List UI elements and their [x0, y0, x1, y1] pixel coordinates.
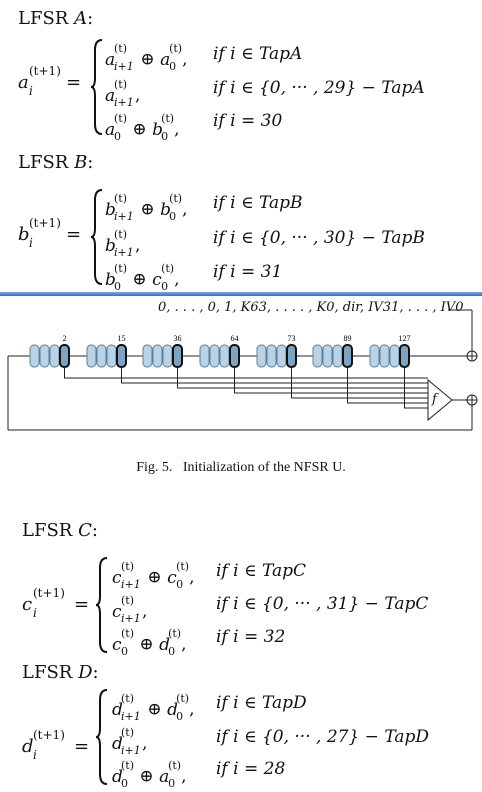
cell-index-label: 64: [231, 334, 239, 343]
lfsr-c-cond-0: if i ∈ TapC: [216, 561, 307, 581]
register-cell: [256, 344, 267, 368]
tap-cell: [286, 344, 297, 368]
lfsr-a-expr-1: a(t)i+1,: [105, 78, 141, 109]
register-cell: [49, 344, 60, 368]
lfsr-b-expr-0: b(t)i+1 ⊕ b(t)0,: [105, 192, 188, 223]
lfsr-d-cond-1: if i ∈ {0, ··· , 27} − TapD: [216, 727, 429, 747]
tap-cell: [229, 344, 240, 368]
xor-bottom-icon: [466, 394, 478, 406]
tap-line: [177, 367, 428, 389]
lfsr-d-expr-1: d(t)i+1,: [112, 726, 148, 757]
lfsr-b-brace: [90, 188, 104, 286]
lfsr-a-cond-1: if i ∈ {0, ··· , 29} − TapA: [213, 78, 425, 98]
lfsr-c-cond-2: if i = 32: [216, 627, 286, 647]
lfsr-b-cond-0: if i ∈ TapB: [213, 193, 303, 213]
register-cell: [389, 344, 400, 368]
lfsr-d-lhs: d (t+1) i =: [22, 728, 90, 762]
tap-cell: [116, 344, 127, 368]
lfsr-a-lhs: a (t+1) i =: [18, 64, 82, 98]
nfsr-figure: 0, . . . , 0, 1, K63, . . . . , K0, dir,…: [0, 296, 482, 446]
register-cell: [369, 344, 380, 368]
tap-line: [347, 367, 428, 404]
lfsr-d-brace: [95, 688, 109, 786]
lfsr-c-expr-0: c(t)i+1 ⊕ c(t)0,: [112, 560, 195, 591]
register-cell: [266, 344, 277, 368]
register-cell: [96, 344, 107, 368]
tap-line: [64, 367, 428, 379]
lfsr-c-cond-1: if i ∈ {0, ··· , 31} − TapC: [216, 594, 429, 614]
lfsr-d-cond-0: if i ∈ TapD: [216, 693, 307, 713]
tap-cell: [59, 344, 70, 368]
tap-cell: [342, 344, 353, 368]
lfsr-c-expr-2: c(t)0 ⊕ d(t)0,: [112, 627, 187, 658]
register-cell: [142, 344, 153, 368]
lfsr-c-brace: [95, 556, 109, 654]
lfsr-d-cond-2: if i = 28: [216, 759, 286, 779]
lfsr-b-lhs: b (t+1) i =: [18, 216, 82, 250]
register-cell: [86, 344, 97, 368]
register-cell: [312, 344, 323, 368]
separator-bar: [0, 292, 482, 296]
lfsr-a-heading: LFSR A:: [18, 8, 94, 29]
register-cell: [199, 344, 210, 368]
lfsr-c-lhs: c (t+1) i =: [22, 586, 90, 620]
f-function-icon: [427, 378, 453, 422]
cell-index-label: 73: [288, 334, 296, 343]
cell-index-label: 36: [174, 334, 182, 343]
lfsr-a-brace: [90, 38, 104, 136]
nfsr-diagram: 2 15 36 64 73 89 127: [7, 309, 478, 431]
tap-line: [121, 367, 428, 384]
tap-cell: [172, 344, 183, 368]
lfsr-d-expr-2: d(t)0 ⊕ a(t)0,: [112, 759, 187, 790]
register-cell: [332, 344, 343, 368]
lfsr-c-heading: LFSR C:: [22, 520, 98, 541]
register-cell: [152, 344, 163, 368]
cell-index-label: 15: [118, 334, 126, 343]
tap-line: [234, 367, 428, 394]
lfsr-b-cond-2: if i = 31: [213, 262, 283, 282]
lfsr-b-expr-1: b(t)i+1,: [105, 228, 141, 259]
lfsr-d-heading: LFSR D:: [22, 662, 99, 683]
figure-caption: Fig. 5. Initialization of the NFSR U.: [136, 460, 346, 475]
register-cell: [39, 344, 50, 368]
lfsr-c-expr-1: c(t)i+1,: [112, 594, 148, 625]
register-cell: [276, 344, 287, 368]
register-cell: [219, 344, 230, 368]
lfsr-b-cond-1: if i ∈ {0, ··· , 30} − TapB: [213, 228, 425, 248]
lfsr-a-expr-0: a(t)i+1 ⊕ a(t)0,: [105, 42, 188, 73]
figure-input-label: 0, . . . , 0, 1, K63, . . . . , K0, dir,…: [158, 300, 464, 315]
cell-index-label: 127: [399, 334, 411, 343]
register-cell: [106, 344, 117, 368]
cell-index-label: 89: [344, 334, 352, 343]
tap-cell: [399, 344, 410, 368]
register-cell: [322, 344, 333, 368]
lfsr-a-cond-0: if i ∈ TapA: [213, 44, 303, 64]
xor-top-icon: [466, 350, 478, 362]
lfsr-b-heading: LFSR B:: [18, 152, 94, 173]
lfsr-a-cond-2: if i = 30: [213, 111, 283, 131]
tap-line: [404, 367, 428, 409]
lfsr-d-expr-0: d(t)i+1 ⊕ d(t)0,: [112, 692, 195, 723]
lfsr-a-expr-2: a(t)0 ⊕ b(t)0,: [105, 112, 180, 143]
register-cell: [29, 344, 40, 368]
register-cell: [209, 344, 220, 368]
f-label: f: [432, 392, 437, 407]
register-cell: [162, 344, 173, 368]
lfsr-b-expr-2: b(t)0 ⊕ c(t)0,: [105, 262, 180, 293]
register-cell: [379, 344, 390, 368]
cell-index-label: 2: [63, 334, 67, 343]
tap-line: [291, 367, 428, 399]
